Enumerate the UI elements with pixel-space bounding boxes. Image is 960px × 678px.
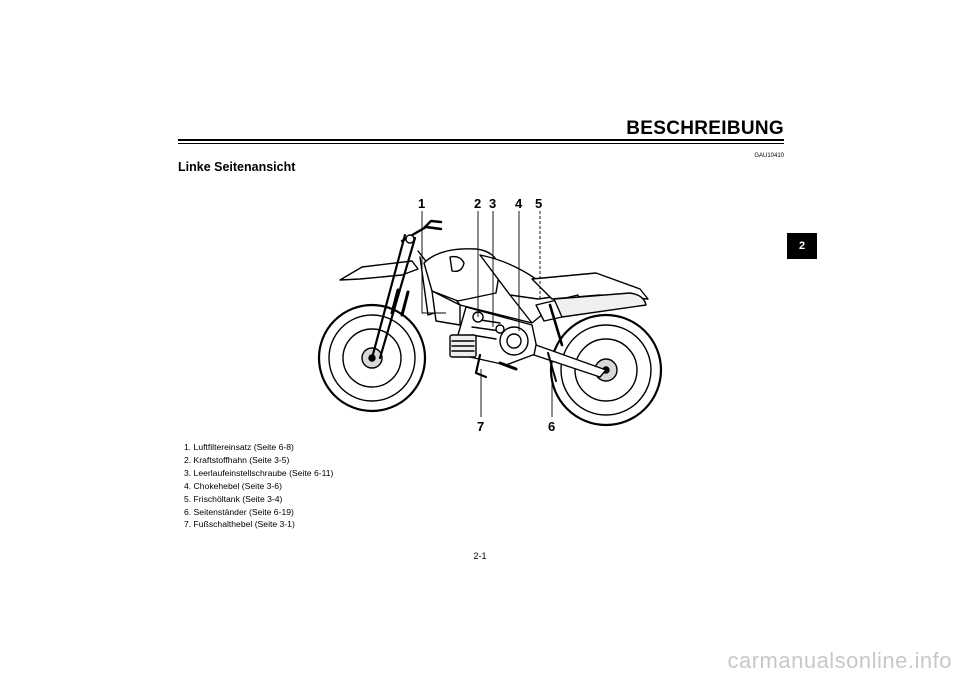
front-fork <box>370 233 417 360</box>
chapter-tab-label: 2 <box>798 240 806 252</box>
callout-5: 5 <box>535 196 542 211</box>
side-stand <box>547 352 557 382</box>
swingarm <box>533 344 607 378</box>
watermark: carmanualsonline.info <box>727 648 952 673</box>
callout-7: 7 <box>477 419 484 434</box>
engine <box>449 306 539 366</box>
front-fender <box>339 260 419 281</box>
callout-4: 4 <box>515 196 523 211</box>
legend-item: 6. Seitenständer (Seite 6-19) <box>184 506 294 517</box>
header-rule-thin <box>178 143 784 144</box>
legend-item: 1. Luftfiltereinsatz (Seite 6-8) <box>184 442 294 452</box>
leader-line-1 <box>421 211 446 314</box>
callout-6: 6 <box>548 419 555 434</box>
legend-item: 3. Leerlaufeinstellschraube (Seite 6-11) <box>184 467 334 478</box>
rear-fender <box>531 272 649 300</box>
callout-2: 2 <box>474 196 481 211</box>
legend-item: 2. Kraftstoffhahn (Seite 3-5) <box>184 454 290 465</box>
legend-item: 4. Chokehebel (Seite 3-6) <box>184 480 282 491</box>
callout-3: 3 <box>489 196 496 211</box>
document-code: GAU10410 <box>754 153 784 159</box>
motorcycle-illustration: 1 2 3 4 5 7 6 <box>317 196 663 434</box>
section-heading: Linke Seitenansicht <box>178 160 296 174</box>
exhaust <box>553 292 647 318</box>
legend-item: 5. Frischöltank (Seite 3-4) <box>184 493 283 504</box>
shift-lever <box>474 353 488 379</box>
callout-1: 1 <box>418 196 425 211</box>
page-header-title: BESCHREIBUNG <box>626 118 784 139</box>
page-number: 2-1 <box>473 551 487 561</box>
legend-item: 7. Fußschalthebel (Seite 3-1) <box>184 519 295 530</box>
header-rule-thick <box>178 139 784 141</box>
chapter-tab[interactable]: 2 <box>787 233 817 259</box>
parts-legend: 1. Luftfiltereinsatz (Seite 6-8) 2. Kraf… <box>184 441 333 531</box>
